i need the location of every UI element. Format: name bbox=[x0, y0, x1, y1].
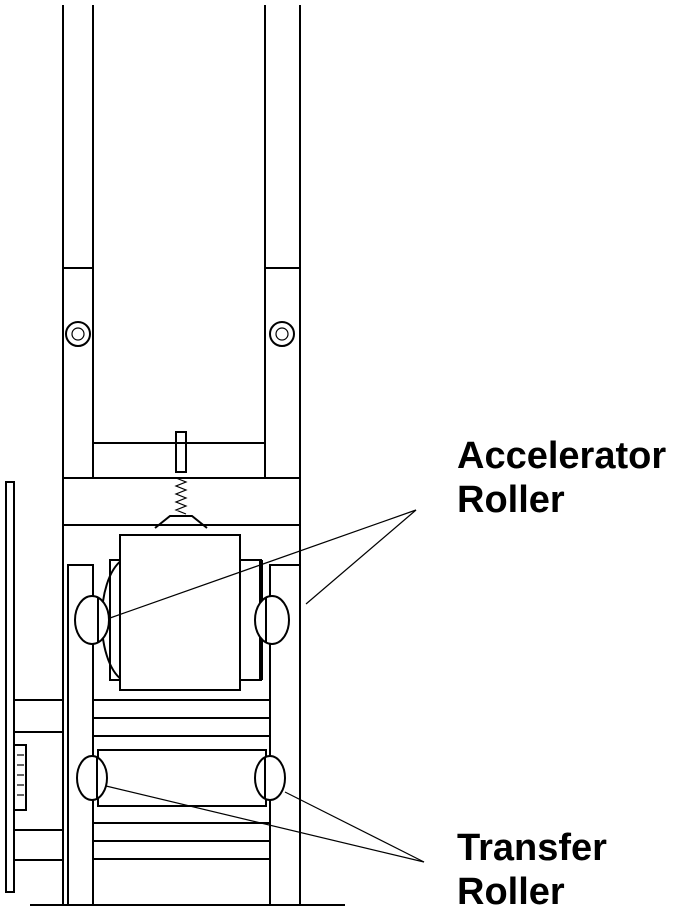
bracket-screw-left bbox=[65, 321, 91, 347]
bracket-screw-right bbox=[269, 321, 295, 347]
lower-frame bbox=[30, 477, 345, 906]
upper-chute bbox=[62, 5, 301, 479]
transfer-label-line2: Roller bbox=[457, 871, 565, 913]
accelerator-roller-end-right bbox=[254, 595, 290, 645]
accelerator-label-line2: Roller bbox=[457, 479, 565, 521]
accelerator-roller-end-left bbox=[74, 595, 110, 645]
accelerator-leader-lines bbox=[109, 509, 417, 619]
side-panel bbox=[5, 481, 63, 893]
transfer-roller-end-right bbox=[254, 755, 286, 801]
accelerator-label-line1: Accelerator bbox=[457, 435, 667, 477]
accelerator-roller bbox=[100, 534, 263, 691]
transfer-roller-end-left bbox=[76, 755, 108, 801]
transfer-leader-lines bbox=[105, 785, 425, 863]
transfer-label-line1: Transfer bbox=[457, 827, 607, 869]
tension-spring bbox=[154, 431, 208, 529]
transfer-roller bbox=[97, 749, 267, 807]
transfer-roller-label: Transfer Roller bbox=[457, 826, 607, 914]
accelerator-roller-label: Accelerator Roller bbox=[457, 434, 666, 522]
